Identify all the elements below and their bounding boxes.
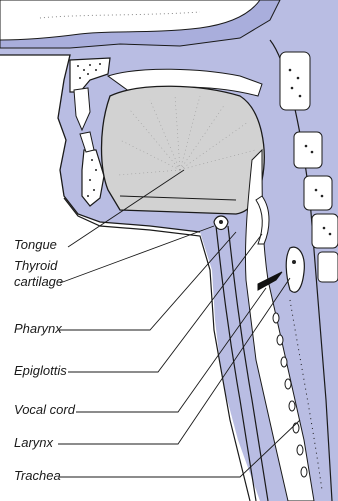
label-larynx: Larynx (14, 435, 53, 450)
label-thyroid-line2: cartilage (14, 274, 63, 289)
label-trachea: Trachea (14, 468, 61, 483)
label-pharynx: Pharynx (14, 321, 62, 336)
label-vocal-cord: Vocal cord (14, 402, 75, 417)
label-thyroid-line1: Thyroid (14, 258, 57, 273)
label-epiglottis: Epiglottis (14, 363, 67, 378)
larynx-cartilage (286, 247, 304, 292)
tongue-shape (102, 86, 265, 214)
label-tongue: Tongue (14, 237, 57, 252)
